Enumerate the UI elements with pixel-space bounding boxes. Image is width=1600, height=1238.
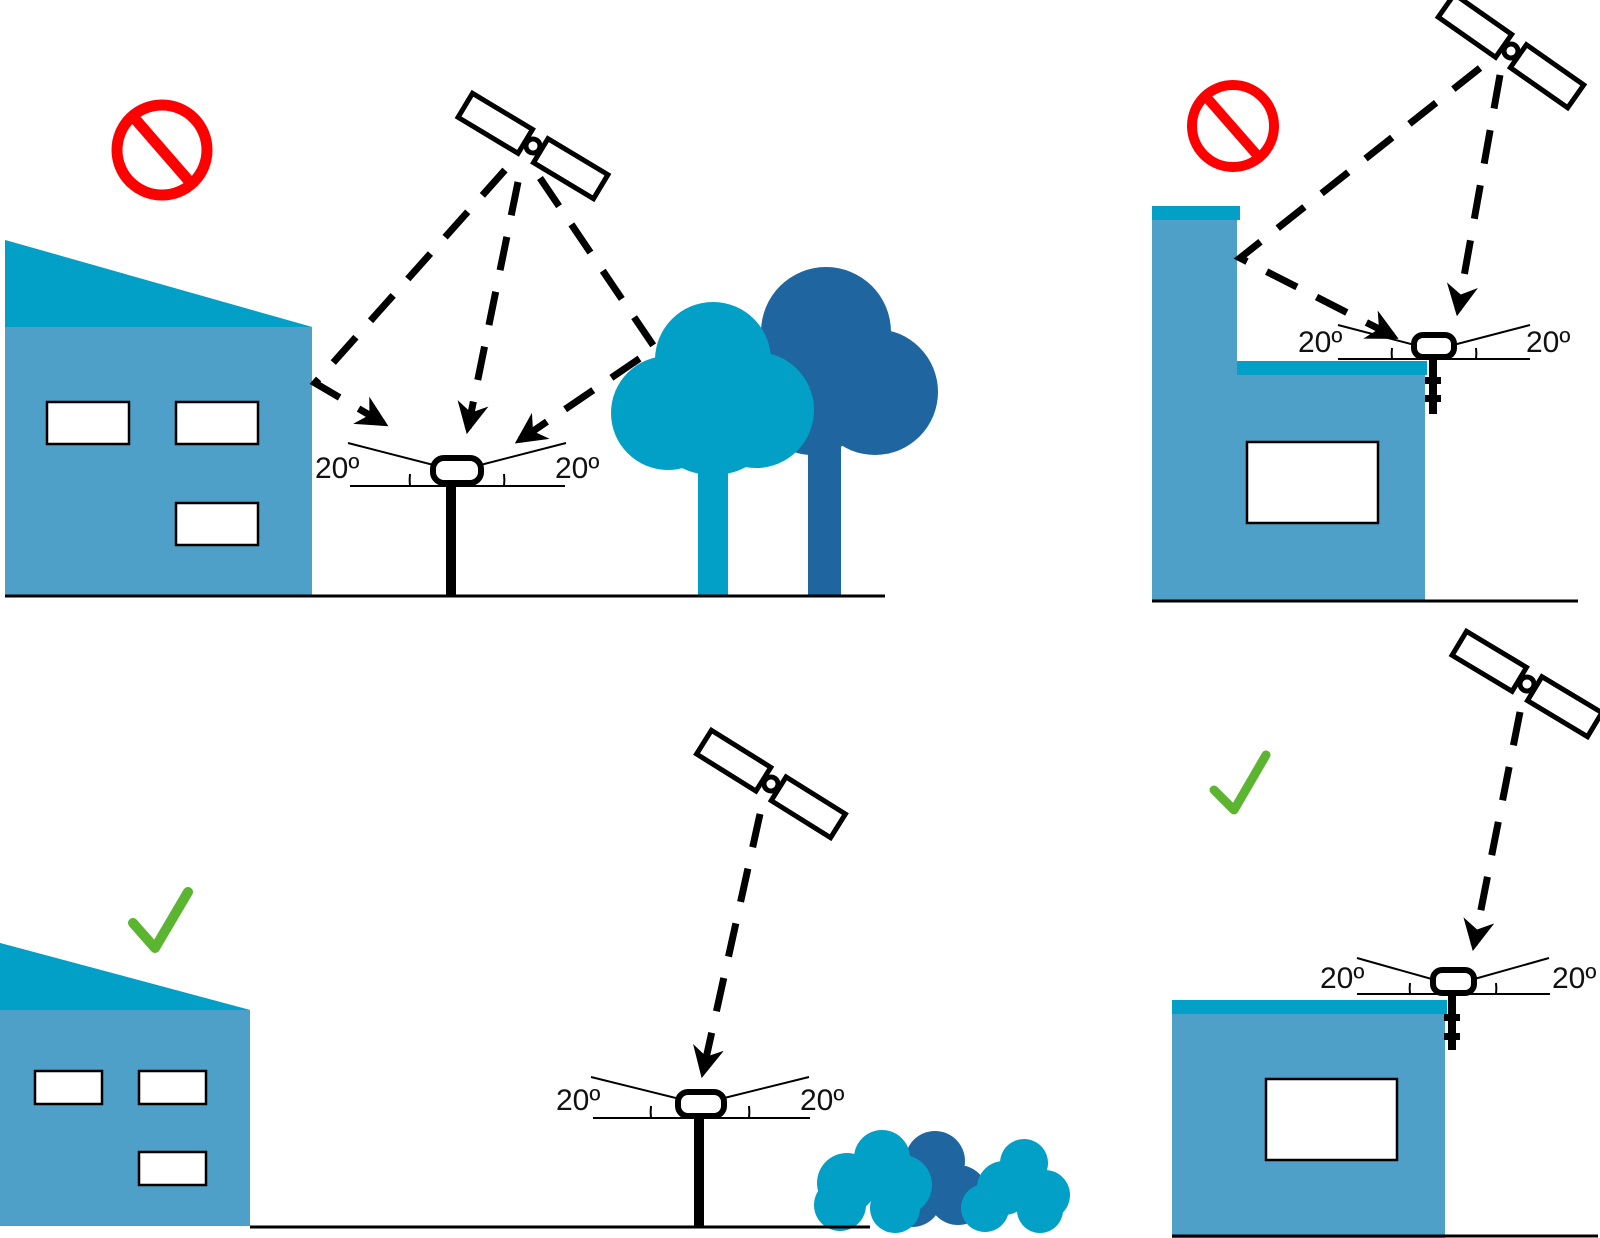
building	[1172, 1000, 1447, 1238]
panel-bad-roof: 20º 20º	[1152, 0, 1588, 603]
elevation-label-left: 20º	[1298, 326, 1342, 359]
satellite-icon	[1448, 627, 1600, 741]
gnss-receiver: 20º 20º	[1320, 957, 1596, 1050]
satellite-icon	[454, 89, 612, 203]
signal-paths	[693, 813, 764, 1079]
gnss-receiver: 20º 20º	[556, 1076, 844, 1227]
mount-clamp	[1444, 1014, 1460, 1021]
antenna-icon	[1430, 967, 1477, 996]
elevation-label-left: 20º	[315, 452, 359, 485]
gnss-receiver: 20º 20º	[1298, 324, 1570, 414]
elevation-label-right: 20º	[800, 1084, 844, 1117]
tree-trunk	[808, 440, 841, 595]
signal-paths	[1233, 65, 1504, 340]
panel-bad-ground: 20º 20º	[5, 89, 938, 598]
signal-reflected-parapet	[1233, 65, 1483, 340]
building	[0, 943, 250, 1226]
parapet-top	[1152, 206, 1240, 220]
signal-direct	[1463, 711, 1524, 952]
bush-light	[961, 1139, 1070, 1233]
panel-good-roof: 20º 20º	[1172, 627, 1600, 1238]
mount-post	[1448, 993, 1456, 1050]
signal-paths	[309, 167, 660, 444]
elevation-label-left: 20º	[556, 1084, 600, 1117]
checkmark-icon	[128, 887, 193, 953]
mount-clamp	[1444, 1033, 1460, 1040]
receiver-pole	[694, 1118, 704, 1227]
building	[5, 240, 312, 595]
mount-clamp	[1425, 395, 1441, 402]
roof-edge	[1237, 361, 1427, 375]
window	[174, 501, 260, 547]
elevation-label-right: 20º	[555, 452, 599, 485]
window	[45, 400, 131, 446]
trees	[611, 267, 938, 595]
building-roof	[0, 943, 250, 1010]
satellite-icon	[1434, 0, 1588, 112]
building-roof	[5, 240, 312, 327]
signal-reflected-tree	[514, 176, 660, 444]
signal-reflected-building	[309, 167, 508, 427]
checkmark-icon	[1209, 750, 1271, 815]
tree-crown-light	[611, 302, 814, 475]
receiver-pole	[446, 486, 456, 596]
signal-direct	[1446, 74, 1504, 317]
mount-clamp	[1425, 377, 1441, 384]
panel-good-ground: 20º 20º	[0, 726, 1070, 1233]
elevation-label-left: 20º	[1320, 962, 1364, 995]
roof-edge	[1172, 1000, 1447, 1014]
mount-post	[1429, 358, 1437, 414]
gnss-receiver: 20º 20º	[315, 442, 599, 596]
window	[137, 1150, 208, 1187]
antenna-icon	[430, 455, 484, 486]
bush-light	[814, 1130, 932, 1233]
elevation-label-right: 20º	[1526, 326, 1570, 359]
signal-direct	[457, 181, 522, 435]
window	[174, 400, 260, 446]
antenna-icon	[675, 1089, 727, 1119]
building-wall	[1152, 210, 1425, 600]
signal-paths	[1463, 711, 1524, 952]
prohibited-icon	[111, 99, 213, 201]
window	[33, 1069, 104, 1106]
tree-trunk	[698, 455, 728, 595]
prohibited-icon	[1187, 80, 1279, 172]
window	[137, 1069, 208, 1106]
antenna-icon	[1411, 332, 1457, 360]
window	[1245, 440, 1380, 525]
elevation-label-right: 20º	[1552, 962, 1596, 995]
building	[1152, 206, 1427, 600]
signal-direct	[693, 813, 764, 1079]
satellite-icon	[693, 726, 849, 842]
bushes	[814, 1130, 1070, 1233]
window	[1264, 1077, 1399, 1162]
